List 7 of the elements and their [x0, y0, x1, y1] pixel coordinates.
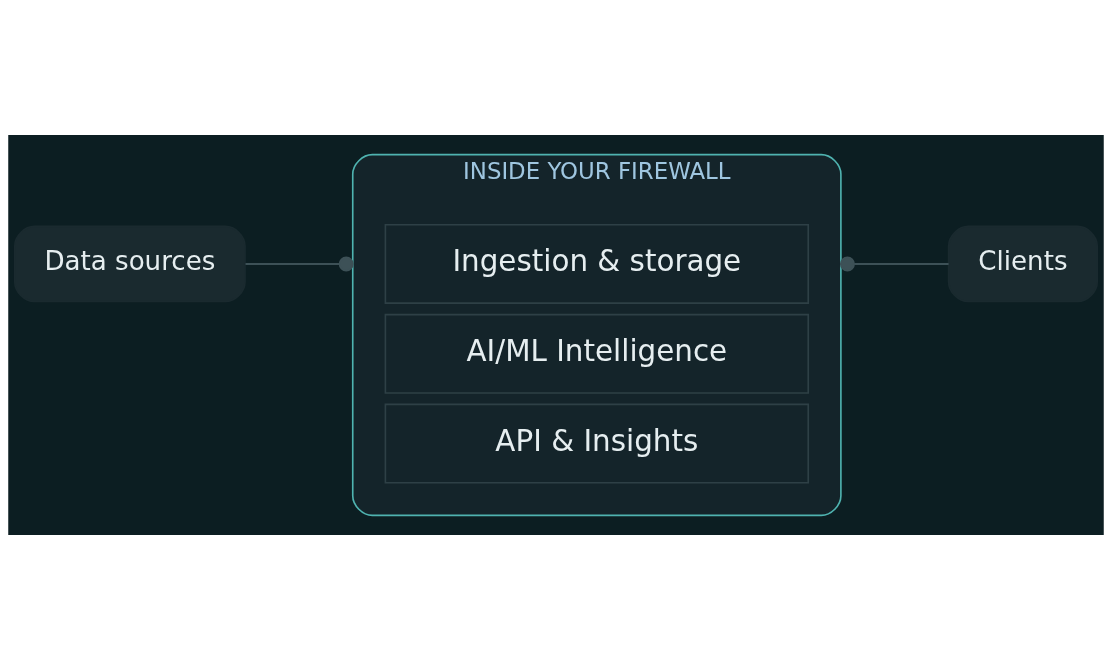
node-box: AI/ML Intelligence: [384, 313, 810, 394]
node-box: Clients: [947, 225, 1099, 302]
node-box: API & Insights: [384, 403, 810, 484]
node-box: Data sources: [13, 225, 246, 302]
node-box: Ingestion & storage: [384, 223, 810, 304]
connector: [244, 255, 354, 271]
connector: [839, 255, 950, 271]
